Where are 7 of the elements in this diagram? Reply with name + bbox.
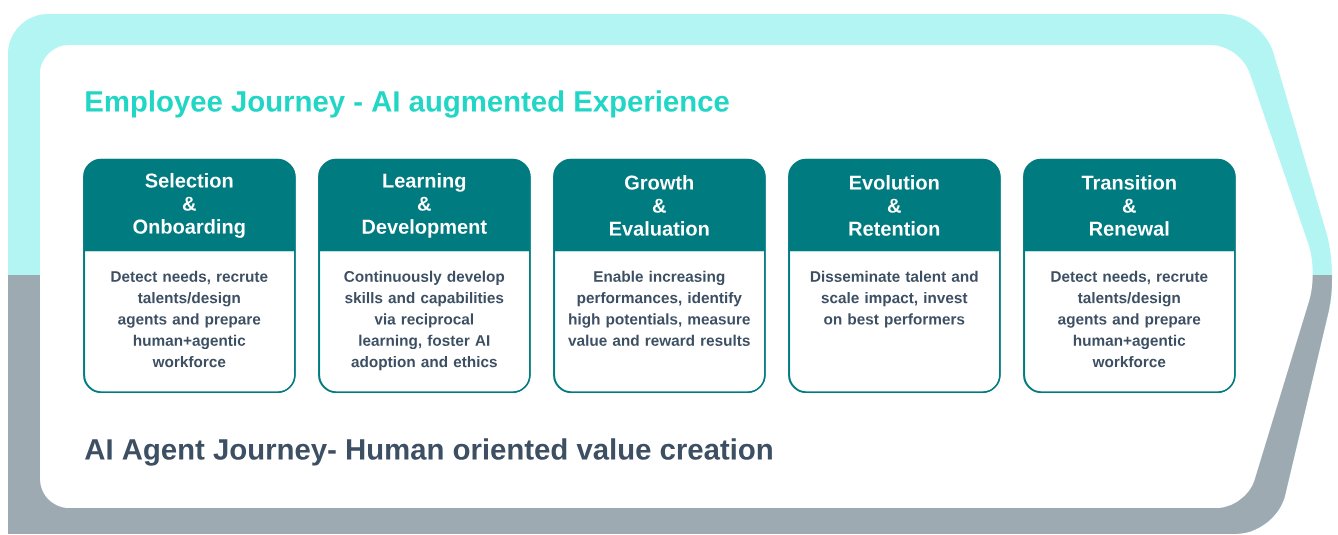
step-card: Evolution & Retention Disseminate talent and scale impact, invest on best performers xyxy=(788,158,1001,394)
step-card: Growth & Evaluation Enable increasing performances, identify high potentials, measure value and reward results xyxy=(553,158,766,394)
step-card: Transition & Renewal Detect needs, recrute talents/design agents and prepare human+agentic workforce xyxy=(1023,158,1236,394)
step-card: Learning & Development Continuously develop skills and capabilities via reciprocal learning, foster AI adoption and ethics xyxy=(318,158,531,394)
step-card: Selection & Onboarding Detect needs, recrute talents/design agents and prepare human+agentic workforce xyxy=(83,158,296,394)
heading: Employee Journey - AI augmented Experience xyxy=(86,90,729,118)
subheading: AI Agent Journey- Human oriented value creation xyxy=(85,438,772,466)
